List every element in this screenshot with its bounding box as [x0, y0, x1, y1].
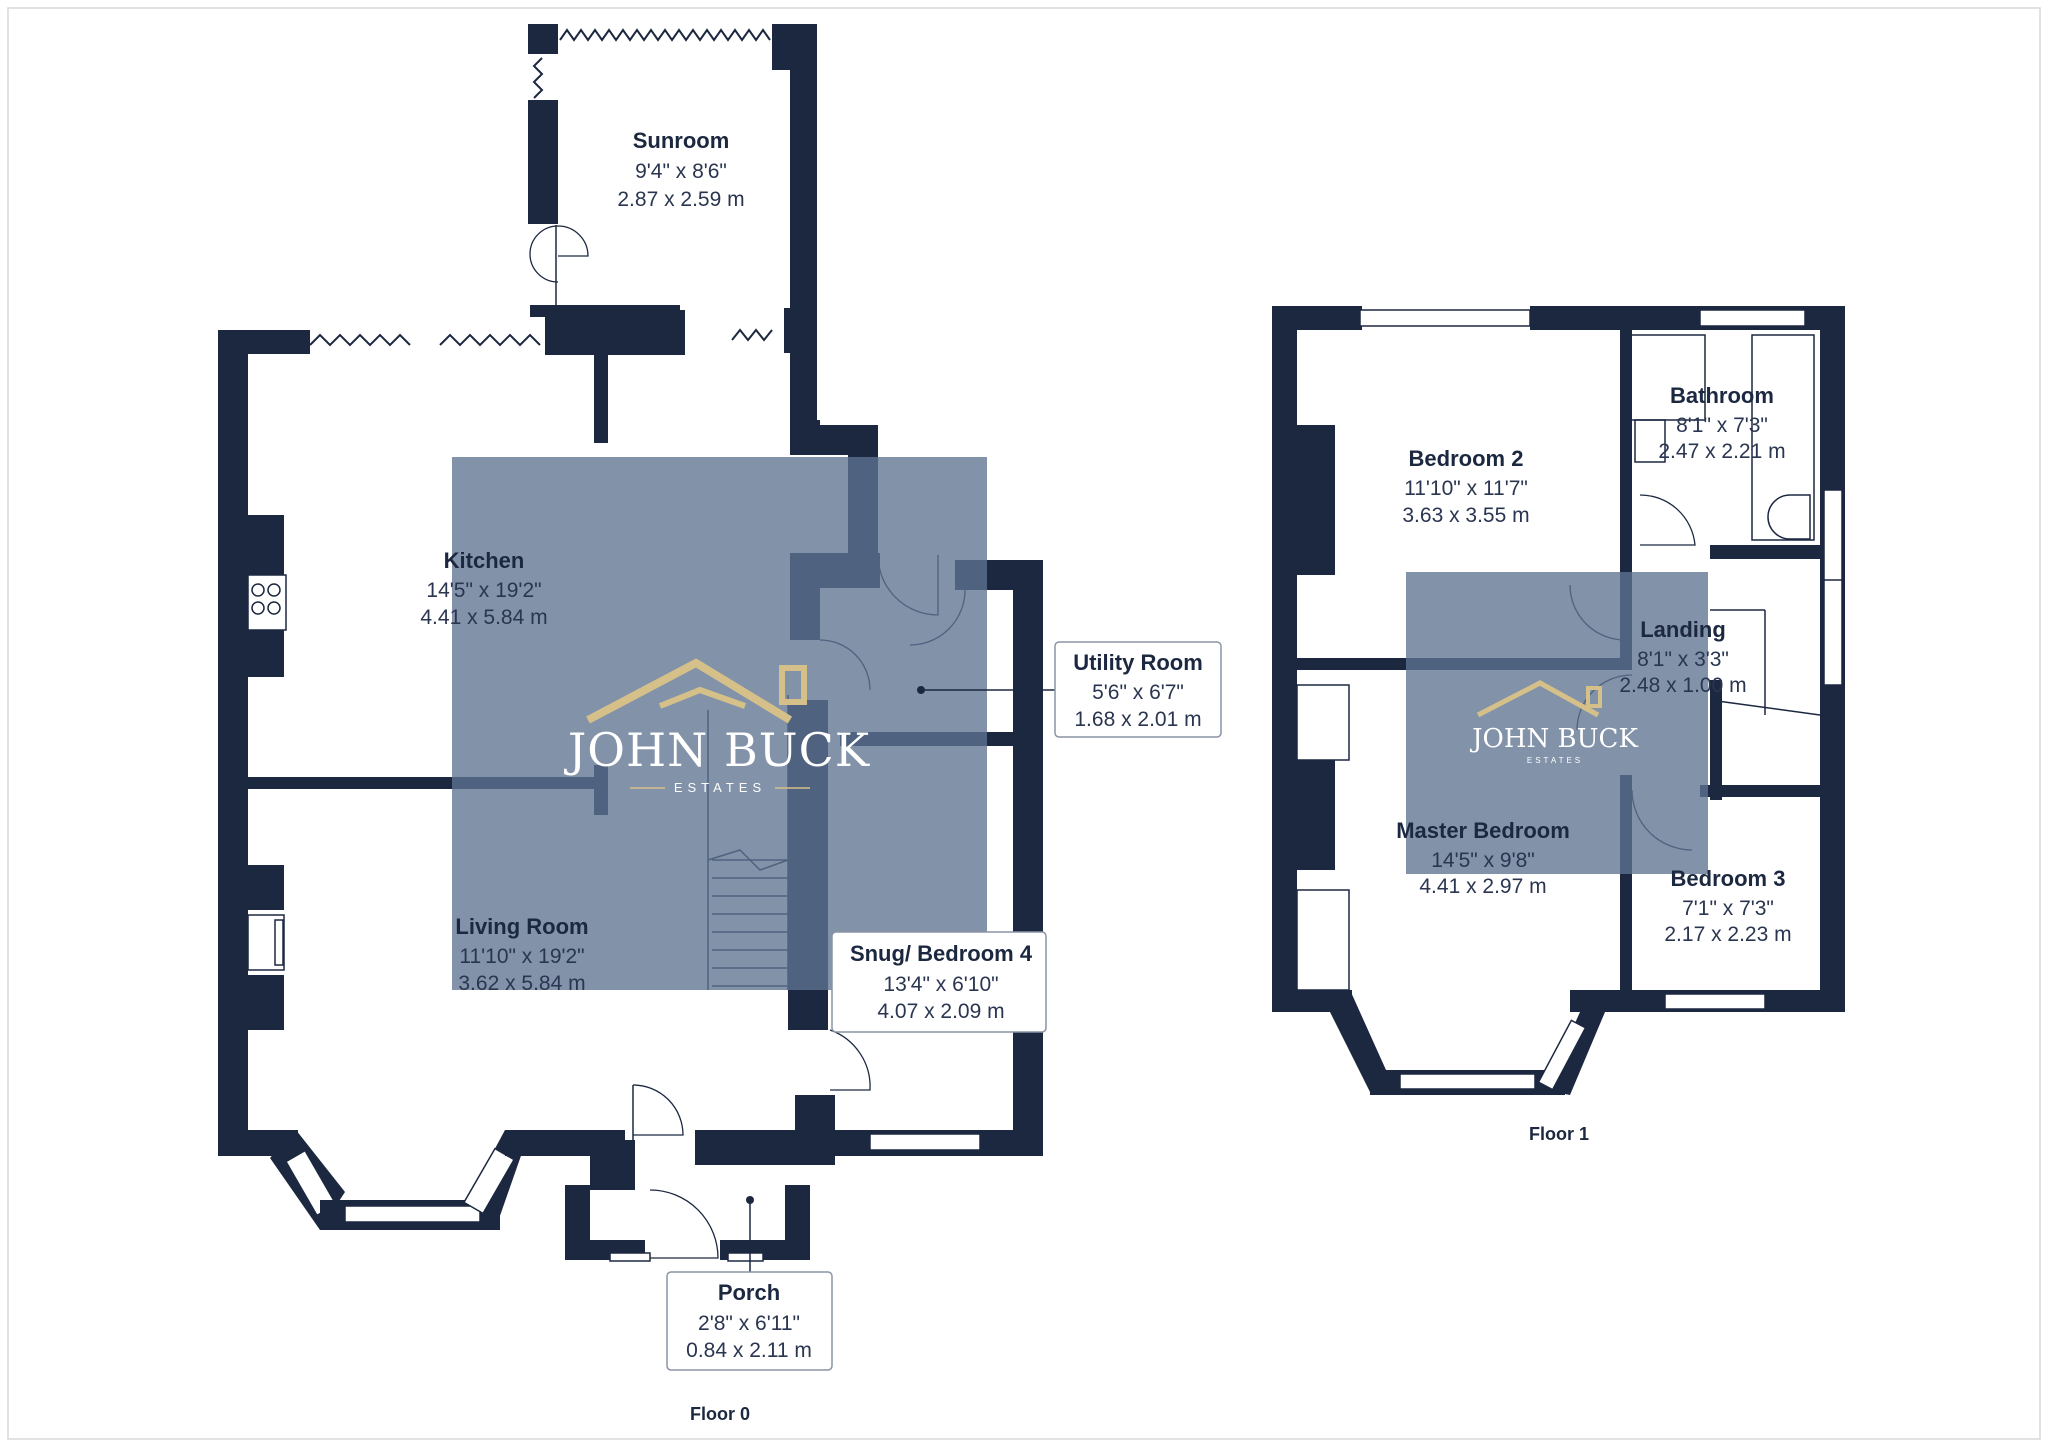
- room-metric: 4.41 x 2.97 m: [1419, 875, 1546, 898]
- room-name: Utility Room: [1073, 650, 1203, 675]
- room-name: Kitchen: [444, 548, 525, 573]
- watermark: JOHN BUCK ESTATES JOHN BUCK ESTATES: [452, 457, 1708, 990]
- room-imperial: 7'1" x 7'3": [1682, 897, 1774, 920]
- room-metric: 2.48 x 1.00 m: [1619, 674, 1746, 697]
- room-metric: 4.41 x 5.84 m: [420, 606, 547, 629]
- room-bathroom: Bathroom 8'1" x 7'3" 2.47 x 2.21 m: [1658, 383, 1785, 463]
- room-imperial: 11'10" x 19'2": [459, 945, 584, 968]
- room-name: Snug/ Bedroom 4: [850, 941, 1033, 966]
- room-imperial: 11'10" x 11'7": [1404, 477, 1528, 500]
- room-name: Master Bedroom: [1396, 818, 1570, 843]
- room-porch: Porch 2'8" x 6'11" 0.84 x 2.11 m: [686, 1280, 812, 1362]
- watermark-roof-icon: [586, 658, 793, 724]
- room-metric: 2.47 x 2.21 m: [1658, 440, 1785, 463]
- room-sunroom: Sunroom 9'4" x 8'6" 2.87 x 2.59 m: [617, 128, 744, 211]
- room-metric: 0.84 x 2.11 m: [686, 1339, 812, 1362]
- watermark-brand: JOHN BUCK: [564, 723, 871, 777]
- watermark-panel: [452, 457, 987, 990]
- room-name: Living Room: [455, 914, 588, 939]
- room-imperial: 9'4" x 8'6": [635, 160, 727, 183]
- floor-0-plan: [218, 24, 1043, 1262]
- room-bedroom-3: Bedroom 3 7'1" x 7'3" 2.17 x 2.23 m: [1664, 866, 1791, 946]
- room-landing: Landing 8'1" x 3'3" 2.48 x 1.00 m: [1619, 617, 1746, 697]
- room-snug: Snug/ Bedroom 4 13'4" x 6'10" 4.07 x 2.0…: [850, 941, 1033, 1023]
- room-imperial: 2'8" x 6'11": [698, 1312, 800, 1335]
- room-metric: 2.87 x 2.59 m: [617, 188, 744, 211]
- room-imperial: 14'5" x 9'8": [1431, 849, 1535, 872]
- room-name: Bedroom 2: [1409, 446, 1524, 471]
- porch-callout: [666, 1196, 833, 1371]
- room-kitchen: Kitchen 14'5" x 19'2" 4.41 x 5.84 m: [420, 548, 547, 629]
- room-name: Landing: [1640, 617, 1726, 642]
- room-imperial: 14'5" x 19'2": [426, 579, 541, 602]
- floor-0-label: Floor 0: [690, 1404, 750, 1424]
- room-metric: 1.68 x 2.01 m: [1074, 708, 1201, 731]
- watermark-sub-2: ESTATES: [1527, 756, 1583, 765]
- snug-callout: [831, 931, 1047, 1033]
- room-utility: Utility Room 5'6" x 6'7" 1.68 x 2.01 m: [1073, 650, 1203, 731]
- room-name: Sunroom: [633, 128, 730, 153]
- room-metric: 2.17 x 2.23 m: [1664, 923, 1791, 946]
- page-border: [7, 7, 2041, 1440]
- room-master-bedroom: Master Bedroom 14'5" x 9'8" 4.41 x 2.97 …: [1396, 818, 1570, 898]
- room-living: Living Room 11'10" x 19'2" 3.62 x 5.84 m: [455, 914, 588, 995]
- room-imperial: 13'4" x 6'10": [883, 973, 998, 996]
- room-imperial: 5'6" x 6'7": [1092, 681, 1184, 704]
- watermark-sub: ESTATES: [674, 780, 766, 795]
- watermark-panel-2: [1406, 572, 1708, 874]
- room-imperial: 8'1" x 3'3": [1637, 648, 1729, 671]
- watermark-brand-2: JOHN BUCK: [1469, 724, 1638, 754]
- room-metric: 4.07 x 2.09 m: [877, 1000, 1004, 1023]
- room-name: Bedroom 3: [1671, 866, 1786, 891]
- utility-callout: [917, 641, 1222, 738]
- room-metric: 3.63 x 3.55 m: [1402, 504, 1529, 527]
- room-bedroom-2: Bedroom 2 11'10" x 11'7" 3.63 x 3.55 m: [1402, 446, 1529, 527]
- room-imperial: 8'1" x 7'3": [1676, 414, 1768, 437]
- room-metric: 3.62 x 5.84 m: [458, 972, 585, 995]
- floor-1-label: Floor 1: [1529, 1124, 1589, 1144]
- room-name: Porch: [718, 1280, 780, 1305]
- room-name: Bathroom: [1670, 383, 1774, 408]
